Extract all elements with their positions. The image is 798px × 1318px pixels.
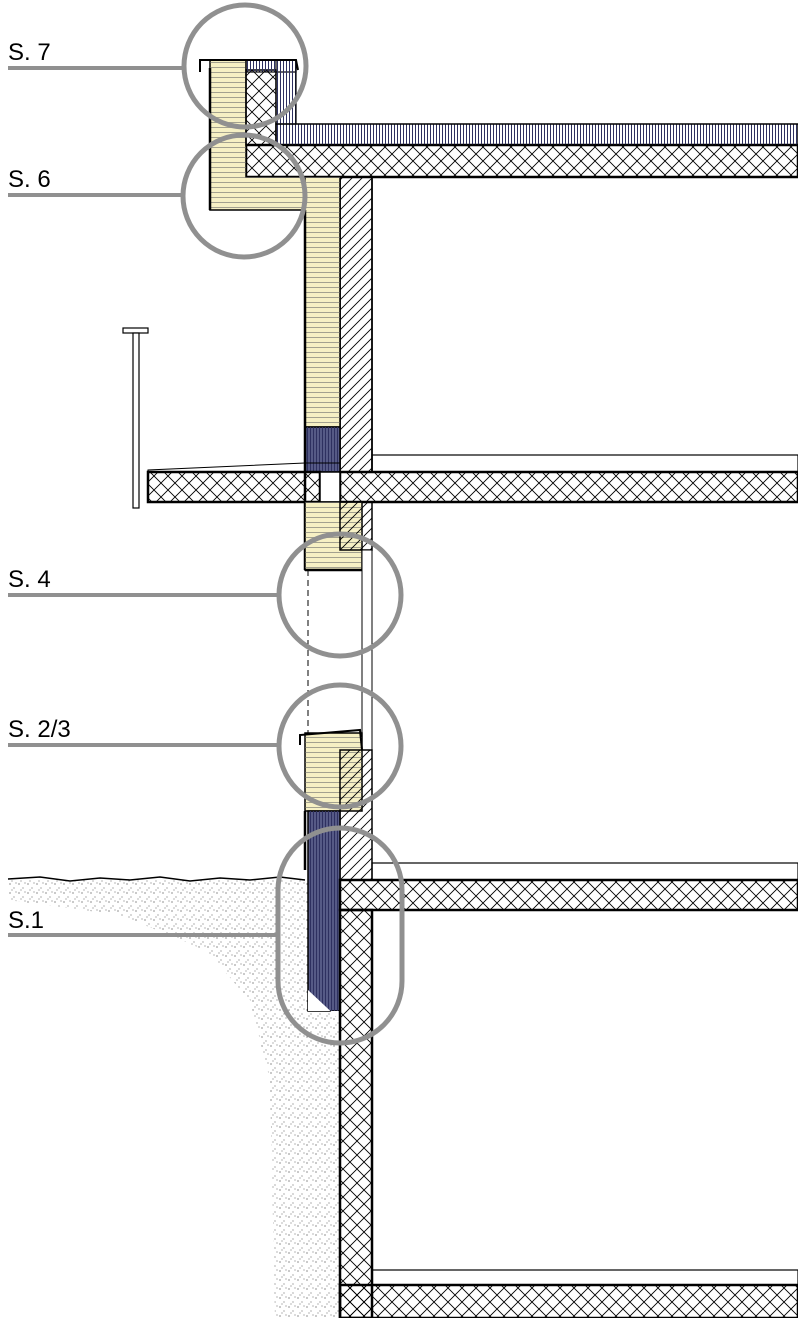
roof <box>199 59 798 211</box>
basement-wall <box>338 908 374 1318</box>
floor-screed <box>371 454 798 473</box>
railing <box>122 327 149 509</box>
sill-masonry <box>339 749 373 881</box>
roof-membrane <box>275 123 798 146</box>
callout-s23[interactable]: S. 2/3 <box>8 682 404 810</box>
ground-floor-slab <box>338 878 798 912</box>
label-s6: S. 6 <box>8 166 51 193</box>
basement-floor-slab <box>338 1283 798 1318</box>
label-s1: S.1 <box>8 907 44 934</box>
ground-soil <box>7 876 340 1318</box>
callout-circle-s23 <box>276 682 404 810</box>
callout-circle-s7 <box>181 2 309 130</box>
exterior-wall <box>303 176 373 570</box>
ground-line <box>7 876 306 882</box>
balcony-slab <box>146 470 322 504</box>
callout-circle-s6 <box>180 132 308 260</box>
roof-slab <box>244 143 798 179</box>
callout-circle-s4 <box>276 531 404 659</box>
callout-s6[interactable]: S. 6 <box>8 132 308 260</box>
callout-s7[interactable]: S. 7 <box>8 2 309 130</box>
basement-floor-screed <box>371 1269 798 1286</box>
callout-s4[interactable]: S. 4 <box>8 531 404 659</box>
thermal-break <box>319 471 341 503</box>
basement <box>303 810 798 1318</box>
label-s23: S. 2/3 <box>8 716 71 743</box>
parapet-flashing <box>199 59 299 72</box>
label-s4: S. 4 <box>8 566 51 593</box>
callout-oval-s1 <box>275 825 405 1046</box>
label-s7: S. 7 <box>8 39 51 66</box>
wall-masonry-upper <box>339 176 373 473</box>
floor-slab <box>338 470 798 504</box>
parapet-block <box>245 69 277 146</box>
ground-floor-screed <box>371 862 798 881</box>
window-sill <box>299 728 363 751</box>
intermediate-floor <box>122 327 798 509</box>
callout-s1[interactable]: S.1 <box>8 825 405 1046</box>
